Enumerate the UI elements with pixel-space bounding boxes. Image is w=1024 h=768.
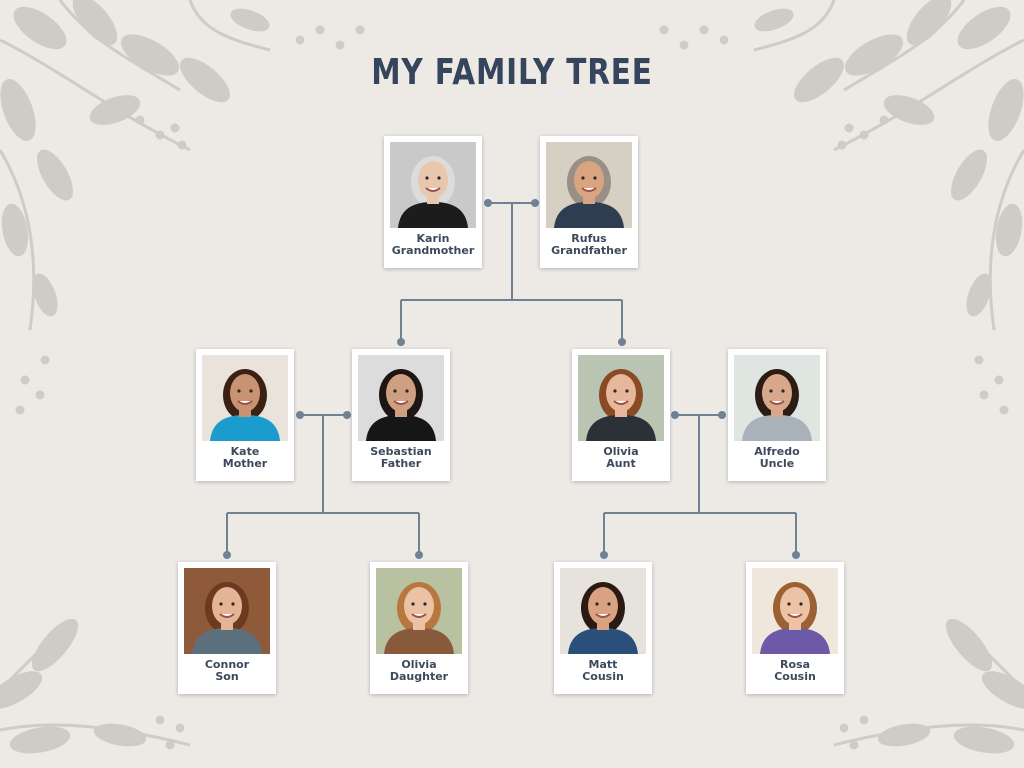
member-role: Cousin [582,670,624,683]
member-role: Grandmother [391,244,475,257]
boy-closeup-photo [184,568,270,654]
member-role: Son [215,670,239,683]
member-name: Olivia [401,658,437,671]
boy-curly-hair-photo [560,568,646,654]
member-role: Cousin [774,670,816,683]
elderly-man-photo [546,142,632,228]
member-name: Kate [230,445,260,458]
member-name: Alfredo [754,445,800,458]
member-photo [358,355,444,441]
man-black-shirt-photo [358,355,444,441]
woman-long-hair-photo [578,355,664,441]
member-role: Grandfather [551,244,627,257]
member-name: Matt [588,658,618,671]
member-role: Father [380,457,422,470]
girl-smiling-photo [376,568,462,654]
man-curly-hair-photo [734,355,820,441]
member-name: Karin [416,232,450,245]
member-name: Olivia [603,445,639,458]
member-role: Mother [222,457,268,470]
member-photo [560,568,646,654]
member-name: Rufus [571,232,607,245]
member-photo [202,355,288,441]
member-name: Rosa [780,658,810,671]
page-title: MY FAMILY TREE [371,52,653,93]
member-photo [390,142,476,228]
member-role: Aunt [606,457,636,470]
member-photo [752,568,838,654]
woman-curly-hair-photo [202,355,288,441]
member-photo [184,568,270,654]
member-role: Daughter [389,670,449,683]
elderly-woman-photo [390,142,476,228]
member-photo [578,355,664,441]
member-role: Uncle [759,457,795,470]
member-photo [546,142,632,228]
member-photo [734,355,820,441]
girl-pigtails-photo [752,568,838,654]
member-name: Sebastian [370,445,432,458]
member-name: Connor [204,658,250,671]
member-photo [376,568,462,654]
